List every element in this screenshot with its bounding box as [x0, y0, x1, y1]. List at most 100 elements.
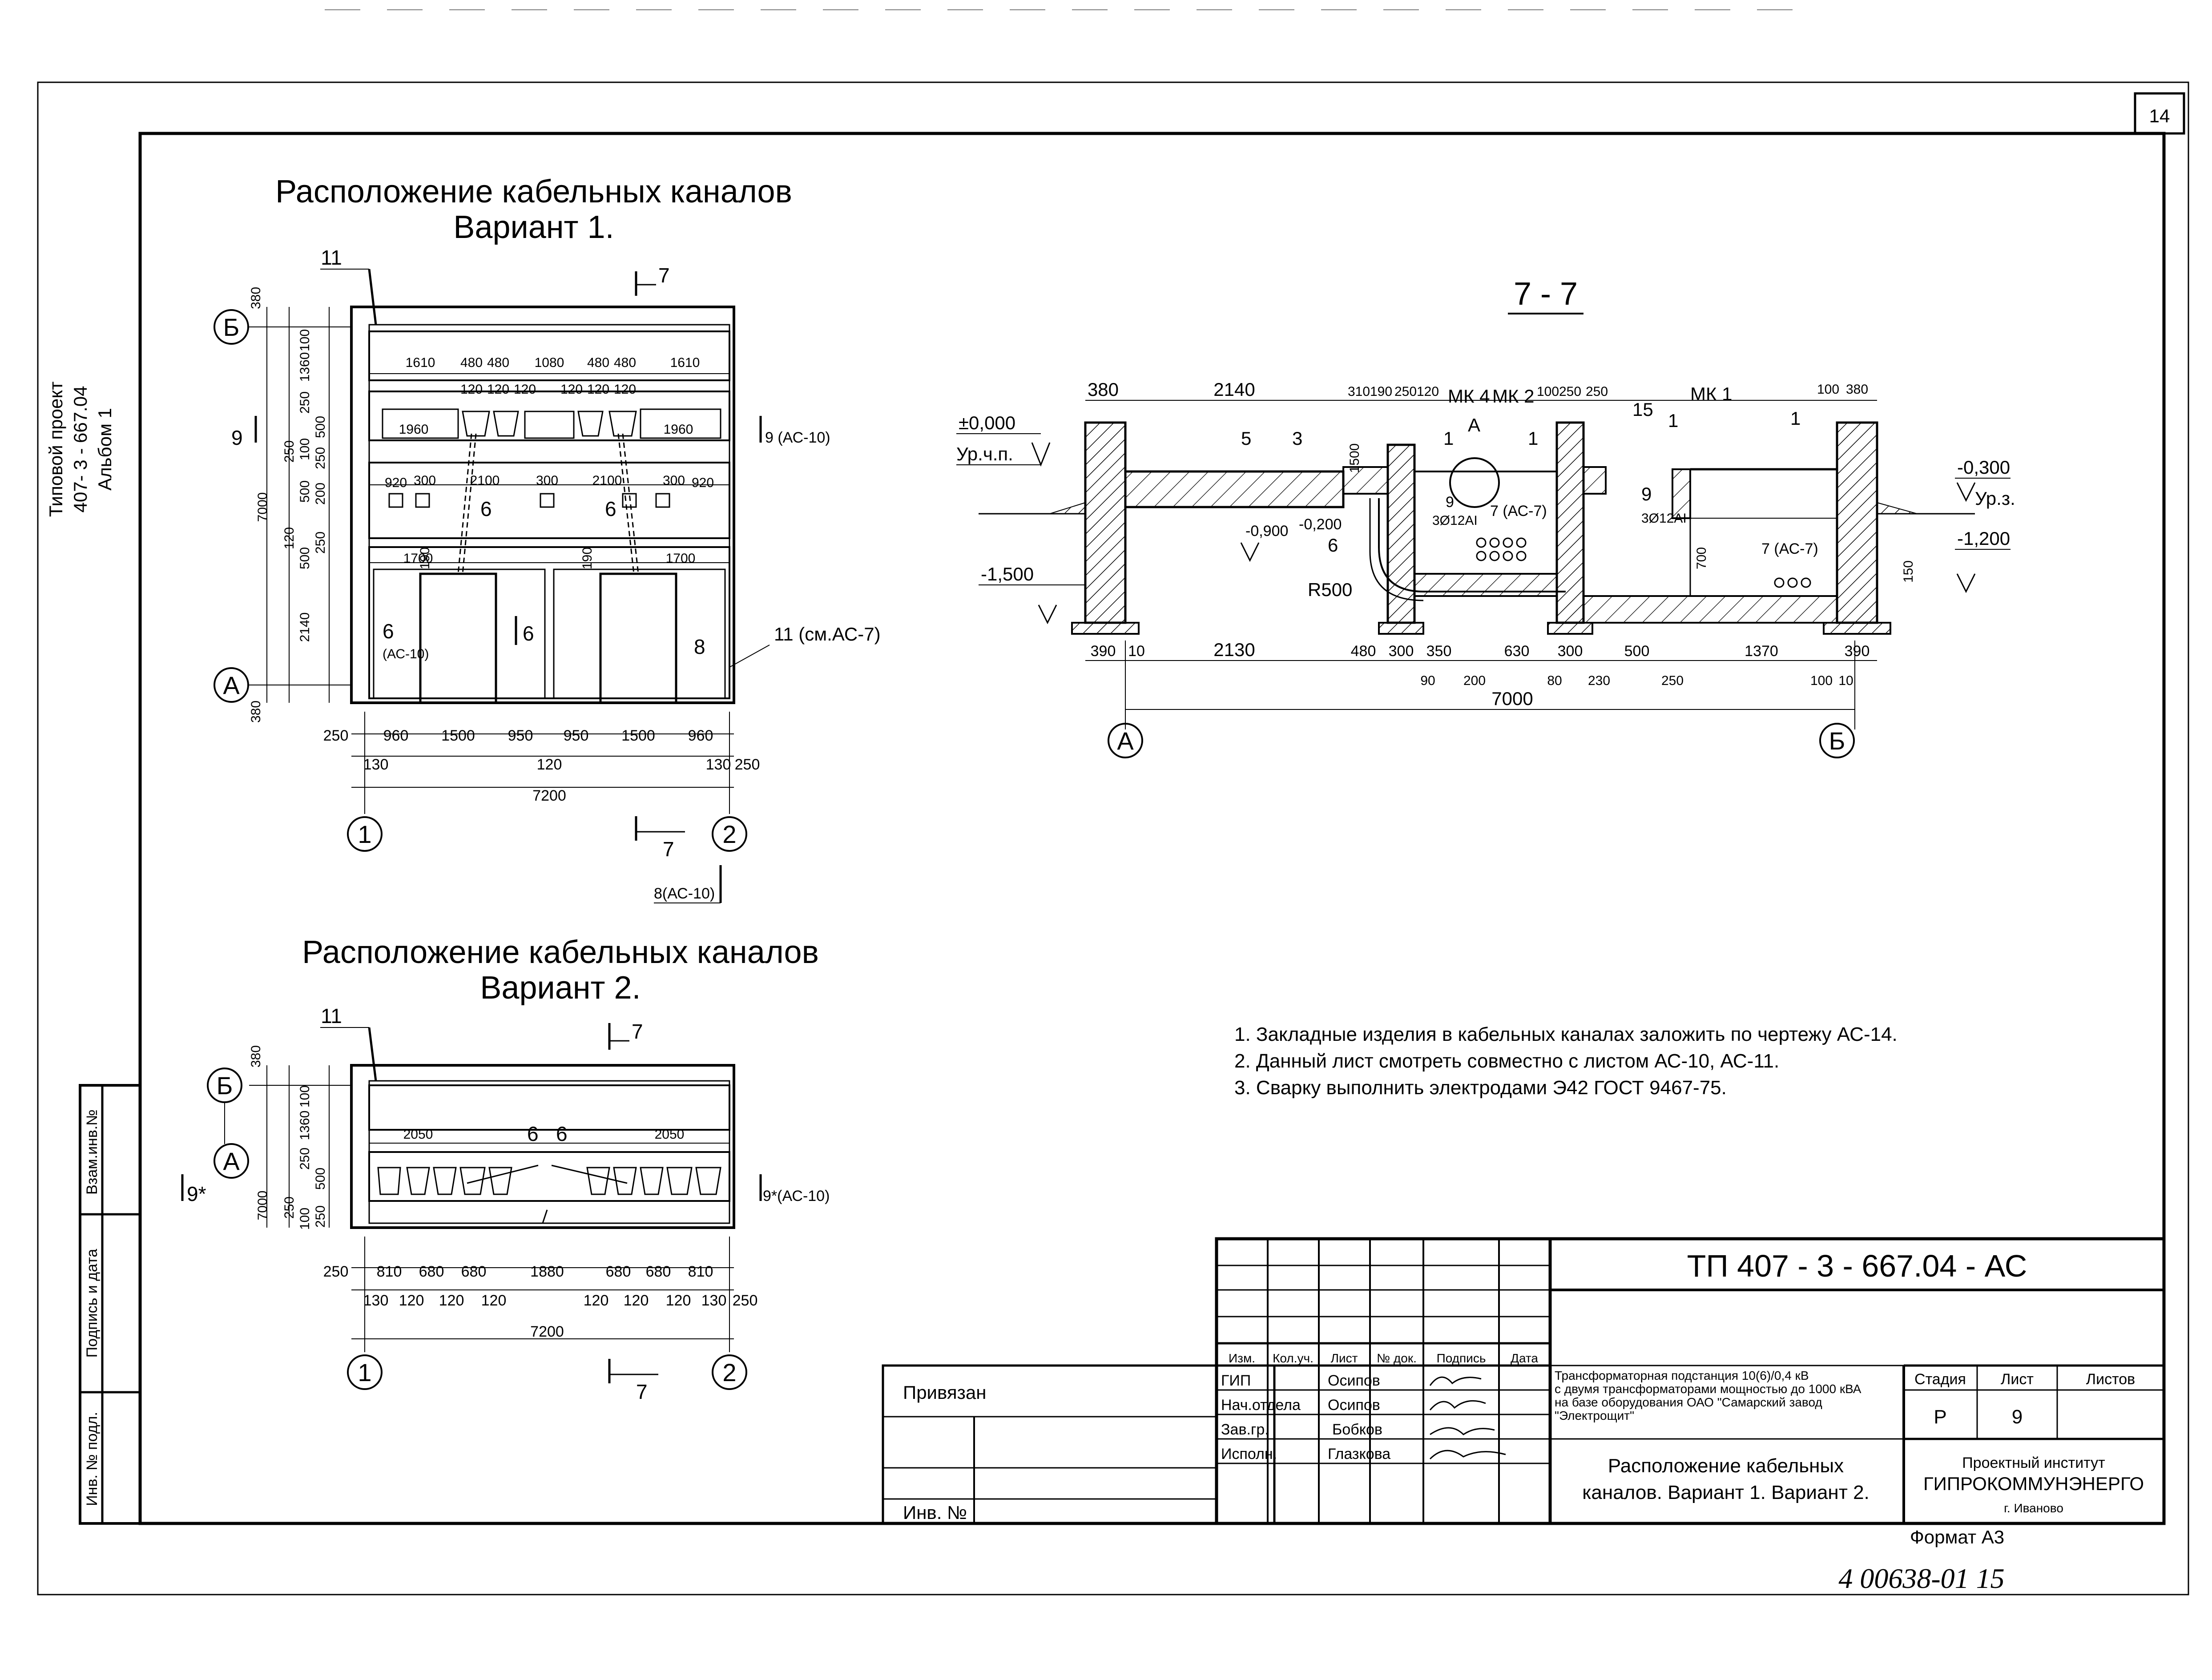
- tb-project-2: с двумя трансформаторами мощностью до 10…: [1555, 1382, 1861, 1396]
- left-stamp-sign-date: Подпись и дата: [84, 1249, 101, 1358]
- section-dim-b-10-a: 10: [1128, 643, 1145, 660]
- left-stamp: Взам.инв.№ Подпись и дата Инв. № подл.: [79, 1084, 141, 1525]
- variant1-title-line2: Вариант 1.: [453, 209, 614, 245]
- v1-dim-190-a: 190: [418, 547, 432, 569]
- tb-header-kol: Кол.уч.: [1273, 1351, 1314, 1365]
- section-level-1500: -1,500: [981, 564, 1034, 584]
- v2-dim-left-250-c: 250: [313, 1205, 328, 1228]
- section-dim-b-300-a: 300: [1389, 643, 1414, 660]
- section-label-r500: R500: [1308, 579, 1352, 600]
- v1-dim-left-500-a: 500: [313, 416, 328, 438]
- title-block-tied: Привязан: [903, 1382, 986, 1403]
- v1-dim-left-500-b: 500: [298, 480, 312, 503]
- section-level-0900: -0,900: [1245, 523, 1288, 540]
- section-dim-top-310: 310: [1348, 384, 1370, 399]
- v2-dim-b-680-a: 680: [419, 1263, 444, 1280]
- section-callout-9-a: 9: [1446, 494, 1454, 511]
- v1-dim-1610-b: 1610: [670, 355, 700, 370]
- v2-dim-2050-a: 2050: [403, 1127, 433, 1142]
- v1-dim-120-c: 120: [514, 382, 536, 397]
- section-dim-top-250-c: 250: [1586, 384, 1608, 399]
- v2-callout-6-b: 6: [556, 1122, 568, 1145]
- v1-dim-b-130-b: 130: [706, 756, 731, 773]
- sheet-frame: 14: [37, 9, 2189, 1595]
- v1-dim-920-a: 920: [385, 475, 407, 490]
- v1-dim-left-380-bottom: 380: [249, 701, 263, 723]
- v2-dim-b-120-c: 120: [481, 1292, 507, 1309]
- v1-dim-480-a: 480: [460, 355, 483, 370]
- section-dim-b-230: 230: [1588, 673, 1610, 688]
- v2-dim-b-120-f: 120: [666, 1292, 691, 1309]
- section-label-rebar-a: 3Ø12АI: [1432, 513, 1478, 528]
- tb-project-3: на базе оборудования ОАО "Самарский заво…: [1555, 1395, 1822, 1409]
- title-block-inv: Инв. №: [903, 1502, 967, 1523]
- section-dim-b-200: 200: [1463, 673, 1486, 688]
- tb-header-date: Дата: [1511, 1351, 1538, 1365]
- v2-dim-b-680-d: 680: [646, 1263, 671, 1280]
- v1-dim-left-380-top: 380: [249, 287, 263, 309]
- v1-dim-300-b: 300: [536, 473, 558, 488]
- section-level-0200: -0,200: [1299, 516, 1342, 533]
- v2-dim-2050-b: 2050: [655, 1127, 685, 1142]
- v1-callout-6-d: 6: [523, 622, 534, 645]
- v1-dim-left-200: 200: [313, 483, 328, 505]
- tb-stage-header: Стадия: [1914, 1371, 1966, 1388]
- v1-callout-6-c: 6: [383, 620, 394, 643]
- section-callout-5: 5: [1241, 428, 1251, 449]
- section-bolts: [1476, 537, 1811, 588]
- section-dim-700: 700: [1694, 547, 1709, 569]
- section-label-mk1: МК 1: [1690, 383, 1732, 404]
- section-level-1200: -1,200: [1957, 528, 2010, 549]
- v1-dim-1080: 1080: [535, 355, 564, 370]
- v2-axis-1: 1: [358, 1358, 371, 1386]
- v2-dim-b-250-b: 250: [733, 1292, 758, 1309]
- section-label-rebar-b: 3Ø12АI: [1641, 511, 1687, 526]
- tb-header-sign: Подпись: [1437, 1351, 1486, 1365]
- section-level-ground: Ур.з.: [1975, 488, 2015, 509]
- v1-dim-b-960-b: 960: [688, 727, 713, 744]
- section-dim-b-90: 90: [1420, 673, 1435, 688]
- v1-dim-left-1360: 1360: [298, 352, 312, 382]
- section-dim-b-80: 80: [1547, 673, 1562, 688]
- section-dim-b-10-b: 10: [1838, 673, 1853, 688]
- v1-dim-left-250-c: 250: [313, 447, 328, 469]
- tb-header-list: Лист: [1331, 1351, 1358, 1365]
- tb-sheet-title-2: каналов. Вариант 1. Вариант 2.: [1582, 1482, 1870, 1503]
- v2-axis-A: А: [223, 1147, 240, 1175]
- section-callout-1-a: 1: [1443, 428, 1454, 449]
- tb-sheet-value: 9: [2012, 1406, 2023, 1428]
- section-dim-b-480: 480: [1351, 643, 1376, 660]
- v2-dim-b-120-e: 120: [624, 1292, 649, 1309]
- section-callout-15: 15: [1632, 399, 1653, 420]
- v1-callout-6-a: 6: [480, 497, 492, 520]
- variant2-plan: Расположение кабельных каналов Вариант 2…: [181, 935, 830, 1403]
- section-dim-b-2130: 2130: [1213, 639, 1255, 660]
- v1-dim-120-b: 120: [487, 382, 509, 397]
- variant2-title-line2: Вариант 2.: [480, 970, 641, 1006]
- v2-callout-9-left: 9*: [187, 1182, 206, 1205]
- section-dim-b-1370: 1370: [1745, 643, 1778, 660]
- v1-callout-7-bottom: 7: [663, 838, 674, 861]
- v2-dim-left-7000: 7000: [255, 1191, 270, 1221]
- tb-lists-header: Листов: [2086, 1371, 2135, 1388]
- tb-org-2: ГИПРОКОММУНЭНЕРГО: [1923, 1473, 2144, 1494]
- tb-sheet-title-1: Расположение кабельных: [1608, 1455, 1844, 1477]
- v1-axis-1: 1: [358, 820, 371, 848]
- section-dim-top-250-b: 250: [1559, 384, 1581, 399]
- tb-project-4: "Электрощит": [1555, 1409, 1634, 1422]
- section-dim-b-100: 100: [1810, 673, 1833, 688]
- section-dim-top-250-a: 250: [1394, 384, 1417, 399]
- v1-dim-b-7200: 7200: [532, 787, 566, 804]
- tb-name-2: Осипов: [1328, 1397, 1380, 1414]
- v2-dim-left-380: 380: [249, 1045, 263, 1068]
- v1-dim-b-250-a: 250: [323, 727, 349, 744]
- v2-dim-left-250-a: 250: [298, 1148, 312, 1170]
- section-level-0000: ±0,000: [959, 412, 1015, 433]
- section-dim-top-120: 120: [1417, 384, 1439, 399]
- section-level-ground-floor: Ур.ч.п.: [956, 443, 1013, 464]
- section-axis-B: Б: [1829, 727, 1845, 755]
- v1-dim-300-a: 300: [414, 473, 436, 488]
- section-level-0300: -0,300: [1957, 457, 2010, 478]
- section-dim-b-390-b: 390: [1845, 643, 1870, 660]
